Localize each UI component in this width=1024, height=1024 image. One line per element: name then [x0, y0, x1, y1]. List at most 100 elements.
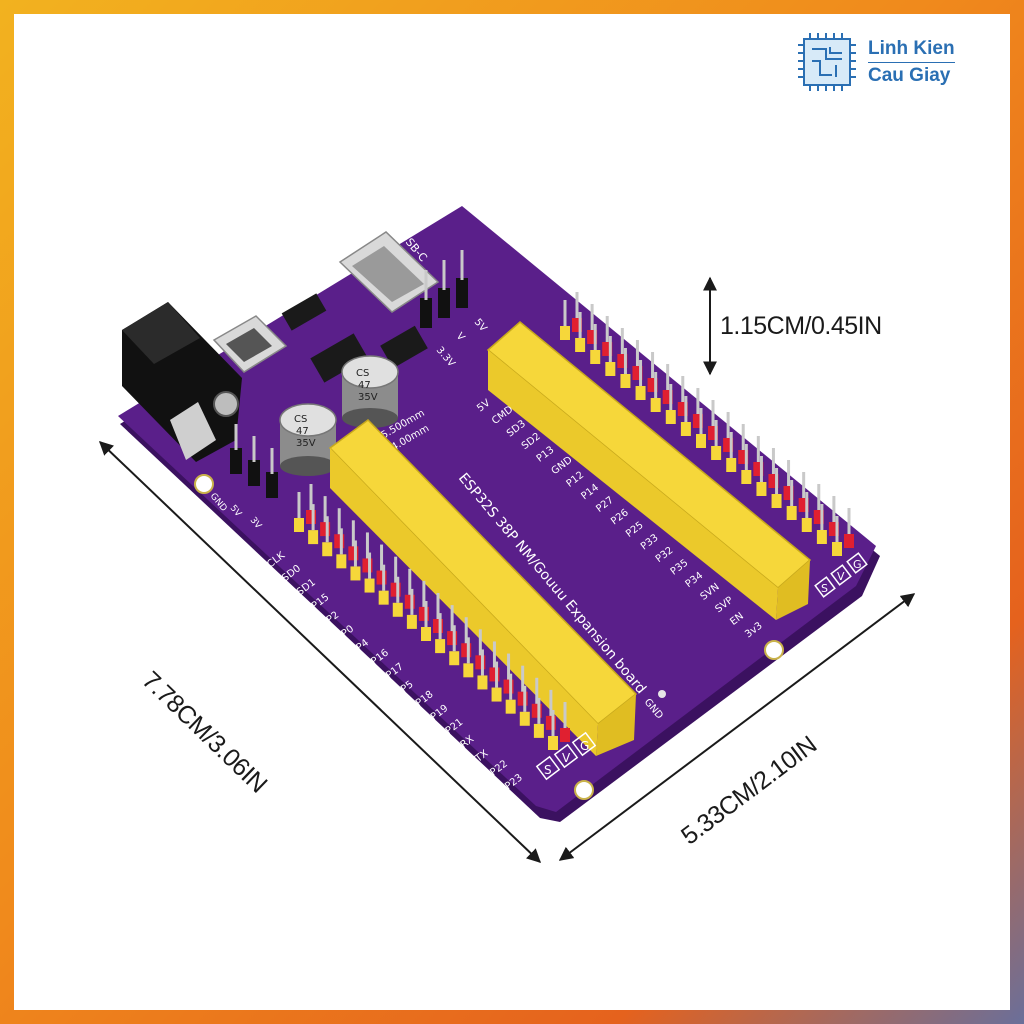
svg-label-v-right: V	[837, 570, 845, 583]
dc-barrel-jack	[122, 302, 242, 462]
pin-base-yellow	[620, 374, 631, 388]
chip-icon	[798, 33, 856, 91]
pin-base-yellow	[435, 639, 446, 654]
pin-base-red	[517, 691, 528, 706]
capacitor-2: CS 47 35V	[279, 403, 337, 476]
right-female-header	[486, 321, 812, 620]
pin-base-yellow	[421, 627, 431, 641]
cap1-text-2: 47	[358, 380, 371, 391]
pin-base-yellow	[505, 699, 516, 714]
pin-base-red	[632, 366, 643, 380]
svg-labels-right: S V G	[814, 552, 868, 598]
pin-base-yellow	[680, 422, 691, 436]
pin-base-yellow	[635, 386, 646, 400]
pin-base-red	[560, 728, 570, 742]
pin-base-yellow	[756, 482, 767, 496]
regulator-chip	[380, 325, 428, 369]
pin-base-yellow	[308, 530, 319, 545]
svg-label-g-right: G	[853, 558, 862, 571]
pin-base-red	[404, 594, 415, 609]
cap1-text-3: 35V	[358, 392, 378, 403]
pin-base-red	[447, 631, 458, 646]
pin-base-red	[306, 510, 316, 524]
pin-base-yellow	[801, 518, 812, 532]
pin-base-yellow	[364, 578, 375, 593]
pin-base-yellow	[771, 494, 782, 508]
pin-base-yellow	[575, 338, 586, 352]
pin-base-yellow	[406, 614, 417, 629]
pin-base-yellow	[350, 566, 361, 581]
pin-base-yellow	[533, 723, 544, 738]
pin-base-yellow	[560, 326, 570, 340]
pin-base-red	[572, 318, 582, 332]
pin-base-yellow	[816, 530, 827, 544]
mount-hole	[764, 640, 784, 660]
pin-base-red	[677, 402, 688, 416]
cap2-text-3: 35V	[296, 438, 316, 449]
brand-logo-block: Linh Kien Cau Giay	[796, 22, 996, 102]
mount-hole	[574, 780, 594, 800]
pin-base-red	[738, 450, 749, 464]
pin-base-red	[828, 522, 839, 536]
pin-base-red	[334, 534, 345, 549]
capacitor-1: CS 47 35V	[341, 355, 399, 428]
pin-base-red	[783, 486, 794, 500]
pin-base-yellow	[463, 663, 474, 678]
pin-base-red	[602, 342, 613, 356]
pin-base-yellow	[378, 590, 389, 605]
svg-label-v: V	[562, 751, 571, 765]
regulator-chip	[310, 333, 368, 383]
pin-base-red	[545, 715, 556, 730]
power-header	[230, 424, 278, 498]
height-dimension-label: 1.15CM/0.45IN	[720, 312, 882, 340]
pcb-board	[118, 206, 876, 812]
pin-base-red	[768, 474, 779, 488]
usb-c-port: USB-C	[338, 230, 440, 313]
pin-base-red	[813, 510, 824, 524]
pin-base-yellow	[590, 350, 601, 364]
pin-base-yellow	[449, 651, 460, 666]
micro-usb-port	[212, 315, 288, 373]
pin-base-red	[461, 643, 472, 658]
via	[658, 690, 666, 698]
left-female-header	[328, 419, 638, 756]
pin-base-red	[753, 462, 764, 476]
pin-base-yellow	[519, 711, 530, 726]
svg-label-g: G	[580, 739, 589, 753]
length-dimension-line	[98, 441, 542, 863]
pin-base-red	[647, 378, 658, 392]
pin-base-yellow	[392, 602, 403, 617]
pin-base-red	[433, 619, 443, 633]
pin-base-red	[692, 414, 703, 428]
width-dimension-line	[558, 593, 916, 861]
diode	[281, 293, 327, 331]
svg-label-s: S	[544, 763, 552, 777]
svg-labels-bottom: S V G	[535, 731, 597, 781]
cap1-text-1: CS	[356, 368, 369, 379]
pin-base-yellow	[665, 410, 676, 424]
pin-base-yellow	[605, 362, 616, 376]
svg-label-s-right: S	[821, 582, 828, 595]
right-male-header	[560, 292, 854, 556]
pin-base-yellow	[786, 506, 797, 520]
cap2-text-2: 47	[296, 426, 309, 437]
brand-name-line1: Linh Kien	[868, 38, 955, 63]
pin-base-red	[489, 667, 500, 682]
jumper-header	[420, 250, 468, 328]
pin-base-yellow	[491, 687, 502, 702]
pin-base-red	[708, 426, 718, 440]
pin-base-yellow	[650, 398, 661, 412]
pin-base-red	[320, 522, 331, 537]
pin-base-red	[617, 354, 628, 368]
pin-base-red	[390, 582, 401, 597]
pin-base-yellow	[711, 446, 722, 460]
pin-base-red	[418, 606, 429, 621]
left-male-header	[294, 484, 570, 750]
pin-base-red	[662, 390, 673, 404]
pin-base-yellow	[726, 458, 737, 472]
cap2-text-1: CS	[294, 414, 307, 425]
pin-base-red	[723, 438, 734, 452]
pin-base-yellow	[832, 542, 842, 556]
brand-name-line2: Cau Giay	[868, 64, 951, 86]
